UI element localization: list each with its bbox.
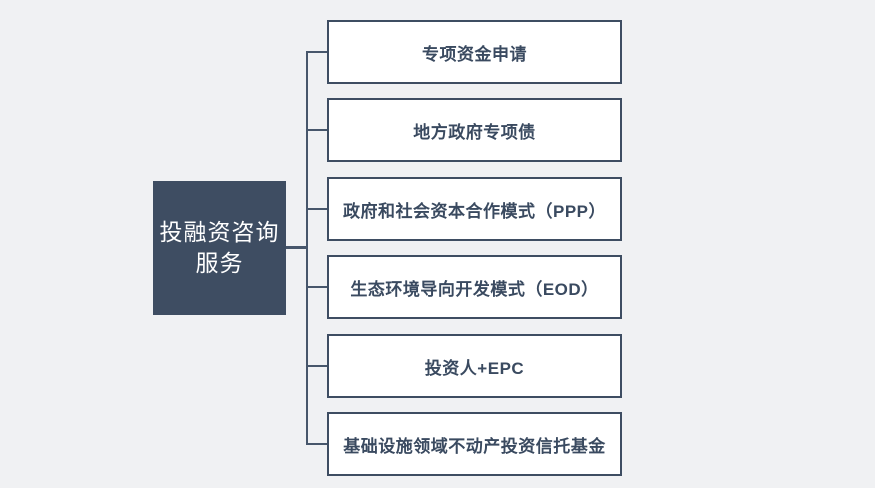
branch-node-eod-model[interactable]: 生态环境导向开发模式（EOD）	[327, 255, 622, 319]
branch-label: 生态环境导向开发模式（EOD）	[350, 279, 599, 299]
connector-trunk	[306, 51, 308, 445]
connector-branch-3	[307, 208, 327, 210]
branch-label: 地方政府专项债	[413, 122, 536, 142]
connector-branch-2	[307, 129, 327, 131]
connector-branch-4	[307, 286, 327, 288]
branch-label: 投资人+EPC	[424, 358, 525, 378]
branch-label: 政府和社会资本合作模式（PPP）	[342, 201, 607, 221]
root-node[interactable]: 投融资咨询 服务	[153, 181, 286, 315]
branch-node-local-gov-special-bonds[interactable]: 地方政府专项债	[327, 98, 622, 162]
branch-node-special-fund-application[interactable]: 专项资金申请	[327, 20, 622, 84]
branch-label: 专项资金申请	[422, 44, 527, 64]
branch-node-infrastructure-reits[interactable]: 基础设施领域不动产投资信托基金	[327, 412, 622, 476]
connector-branch-5	[307, 365, 327, 367]
branch-node-investor-epc[interactable]: 投资人+EPC	[327, 334, 622, 398]
connector-branch-6	[307, 443, 327, 445]
root-label-line2: 服务	[195, 250, 244, 276]
branch-label: 基础设施领域不动产投资信托基金	[343, 436, 606, 456]
connector-branch-1	[307, 51, 327, 53]
root-label-line1: 投融资咨询	[159, 219, 280, 245]
branch-node-ppp-model[interactable]: 政府和社会资本合作模式（PPP）	[327, 177, 622, 241]
connector-root-stub	[286, 246, 307, 249]
